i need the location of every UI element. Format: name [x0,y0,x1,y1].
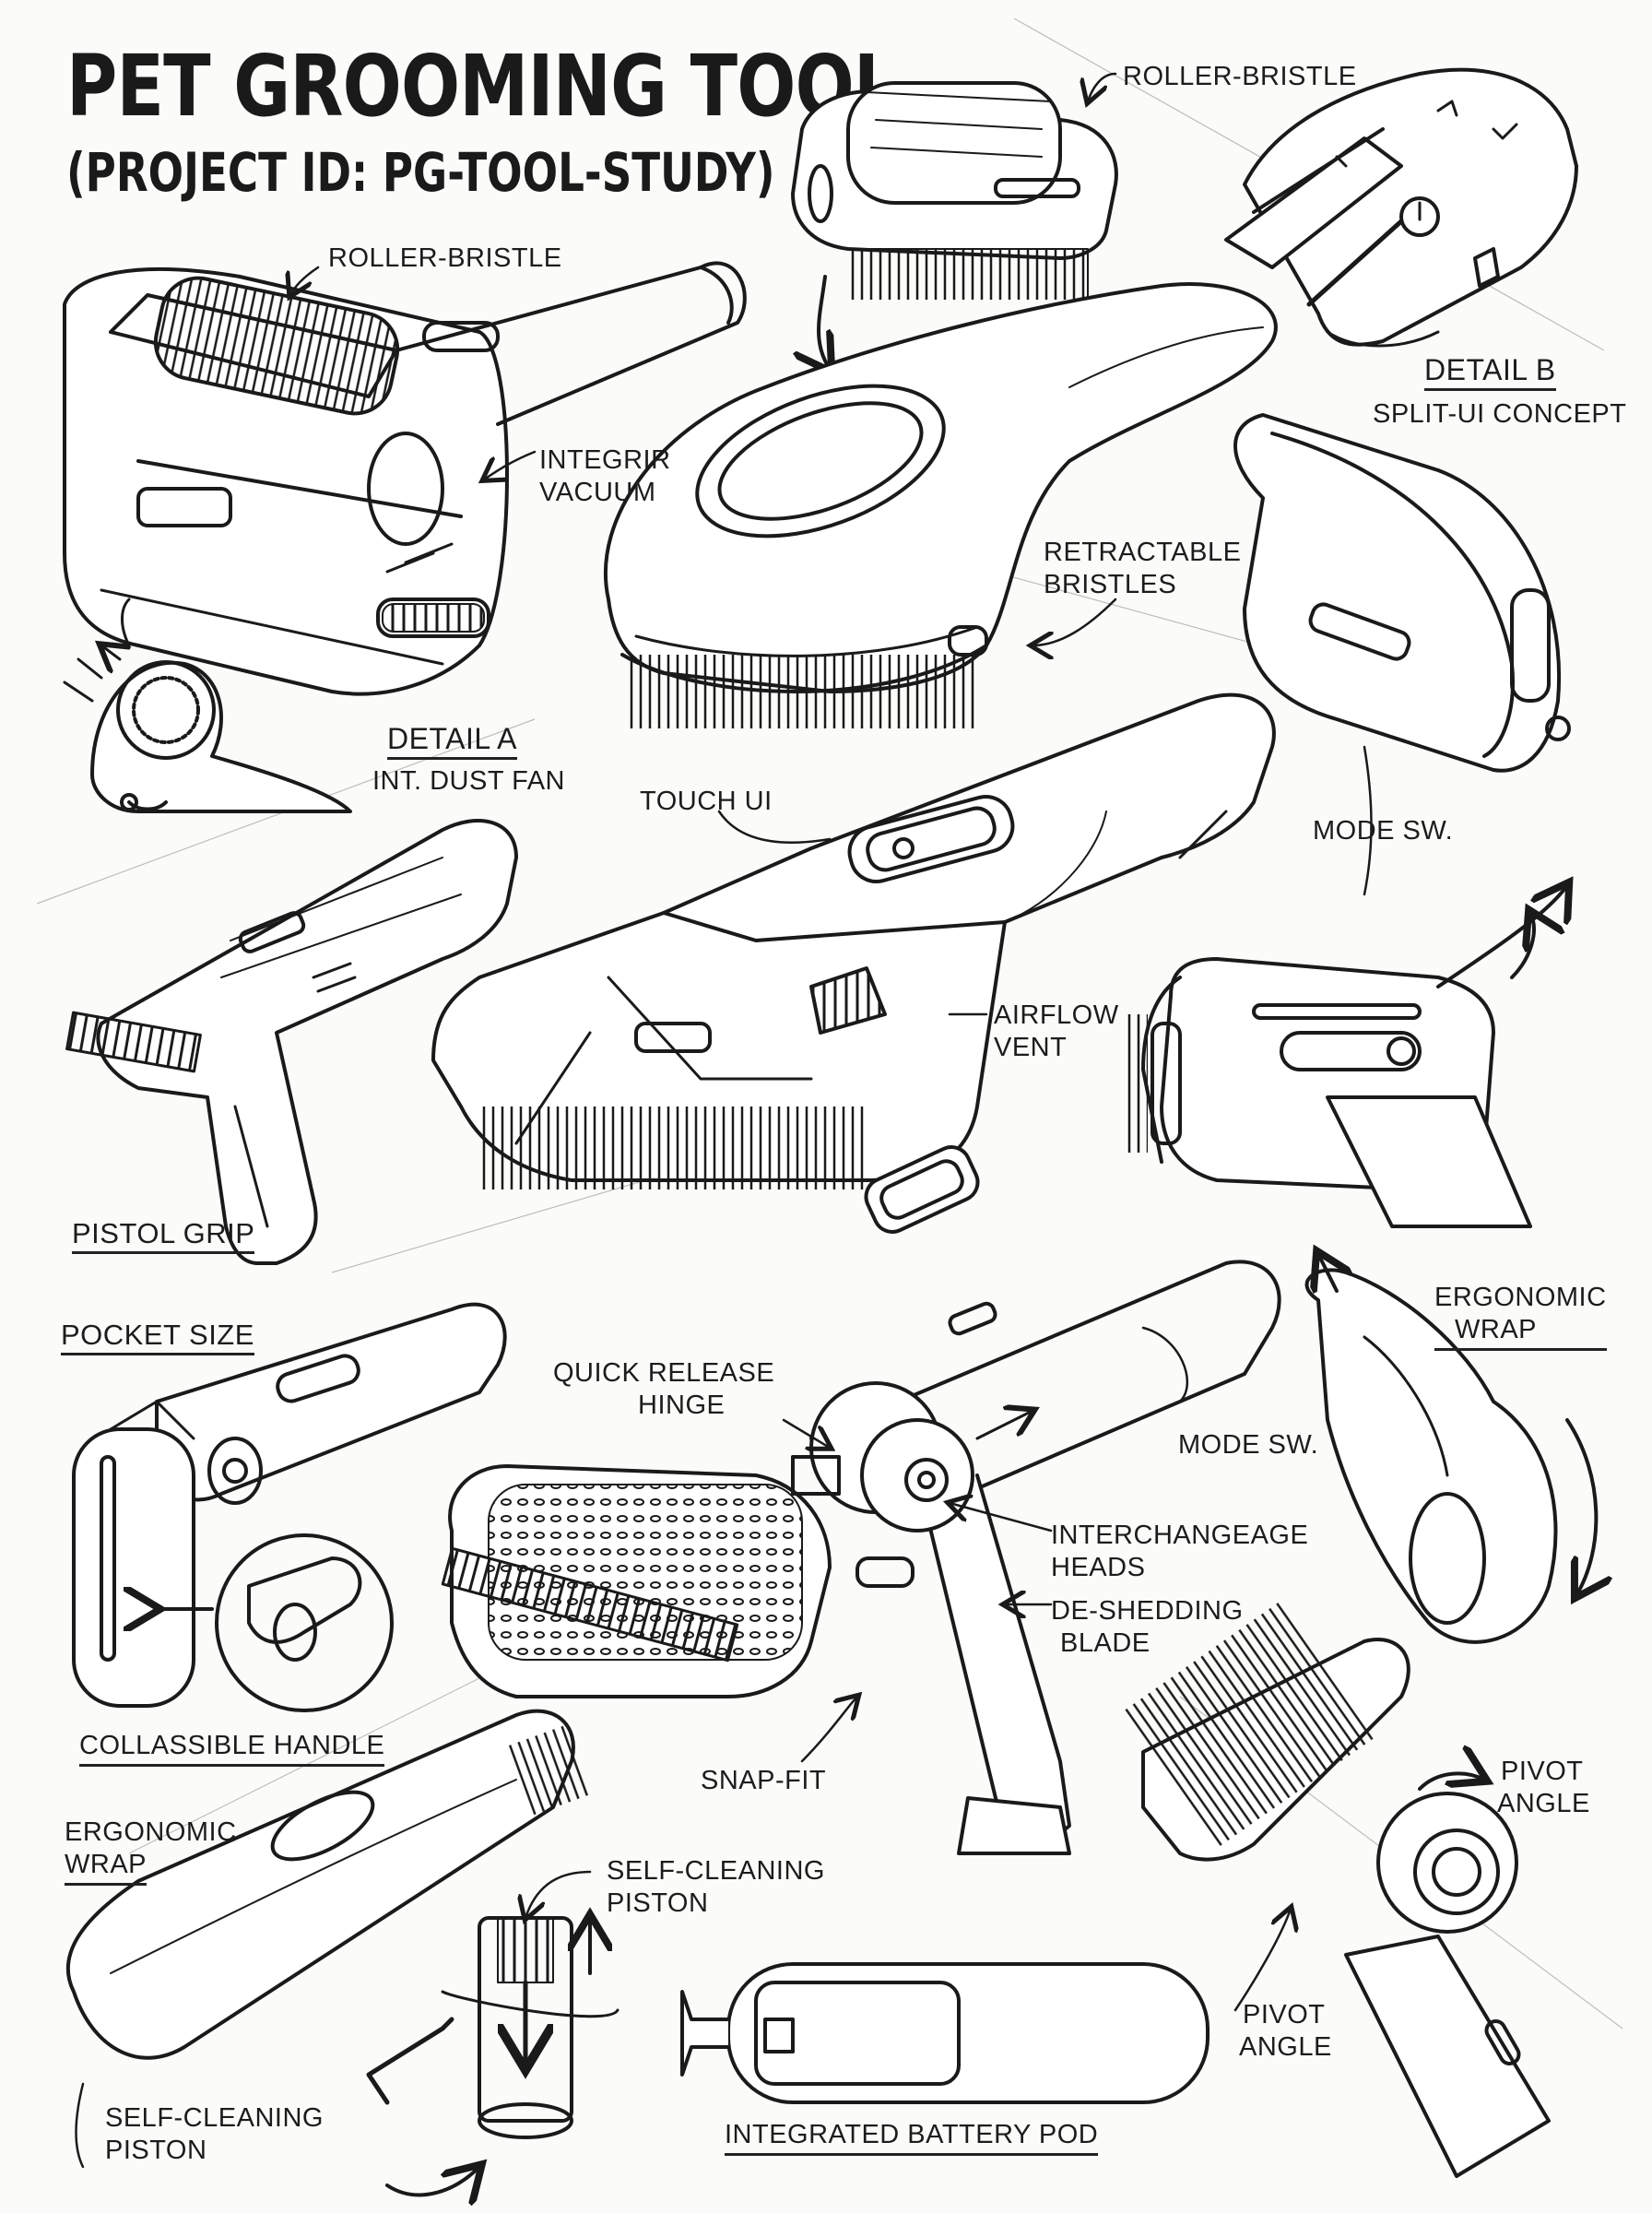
label-integrir-line2: VACUUM [539,478,656,507]
label-pistol-grip: PISTOL GRIP [72,1217,255,1254]
label-pivot-upper-line1: PIVOT [1501,1757,1584,1786]
label-detail-b: DETAIL B [1424,354,1556,391]
capsule-mode-switch-sketch [1233,413,1571,773]
split-ui-concept-sketch [1224,67,1578,348]
label-quick-release-line1: QUICK RELEASE [553,1358,775,1388]
label-piston-lower-line2: PISTON [105,2136,207,2165]
airflow-brush-sketch [431,692,1276,1234]
label-de-shedding-line2: BLADE [1060,1628,1150,1658]
label-airflow-vent: AIRFLOW VENT [994,1000,1119,1064]
label-quick-release-hinge: QUICK RELEASE HINGE [553,1357,774,1422]
label-pivot-upper-line2: ANGLE [1497,1789,1590,1818]
pocket-size-sketch [72,1302,507,1712]
label-de-shedding-blade: DE-SHEDDING BLADE [1051,1595,1244,1660]
label-ergonomic-wrap-left: ERGONOMIC WRAP [65,1817,237,1886]
label-piston-lower-line1: SELF-CLEANING [105,2103,324,2133]
label-roller-bristle-top: ROLLER-BRISTLE [1123,62,1357,91]
label-pivot-lower-line1: PIVOT [1243,2000,1326,2030]
self-cleaning-piston-sketch [366,1918,620,2195]
label-integrated-battery-pod: INTEGRATED BATTERY POD [725,2119,1099,2156]
roller-head-sketch [791,81,1118,369]
roller-vacuum-brush-sketch [63,261,747,696]
rotating-head-sketch [1125,885,1567,1228]
leader-lines [75,72,1373,2169]
label-ergonomic-right-line2: WRAP [1434,1314,1607,1351]
label-interchange-line2: HEADS [1051,1553,1146,1582]
ergonomic-slim-brush-sketch [65,1709,592,2060]
label-integrir-vacuum: INTEGRIR VACUUM [539,444,671,509]
label-touch-ui: TOUCH UI [640,787,773,816]
sheet-title: PET GROOMING TOOL [66,37,898,136]
label-airflow-line1: AIRFLOW [994,1000,1119,1030]
retractable-brush-sketch [603,282,1278,728]
label-ergonomic-left-line1: ERGONOMIC [65,1817,237,1847]
label-quick-release-line2: HINGE [638,1391,726,1420]
label-retractable-line1: RETRACTABLE [1044,538,1242,567]
label-retractable-bristles: RETRACTABLE BRISTLES [1044,537,1241,601]
de-shedding-tool-sketch [441,1260,1281,1855]
label-collapsible-handle: COLLASSIBLE HANDLE [79,1730,385,1767]
label-pivot-angle-lower: PIVOT ANGLE [1239,1999,1332,2064]
label-integrir-line1: INTEGRIR [539,445,671,475]
label-interchange-line1: INTERCHANGEAGE [1051,1521,1309,1550]
label-self-cleaning-piston-upper: SELF-CLEANING PISTON [607,1855,825,1920]
label-interchangeable-heads: INTERCHANGEAGE HEADS [1051,1520,1308,1584]
battery-pod-sketch [680,1962,1210,2104]
label-pivot-angle-upper: PIVOT ANGLE [1497,1756,1590,1820]
pistol-grip-trimmer-sketch [65,819,518,1265]
label-pocket-size: POCKET SIZE [61,1319,254,1355]
label-ergonomic-right-line1: ERGONOMIC [1434,1283,1607,1312]
dust-fan-detail-sketch [63,598,352,813]
sheet-subtitle: (PROJECT ID: PG-TOOL-STUDY) [66,141,775,204]
label-mode-sw-lower: MODE SW. [1178,1430,1319,1460]
label-detail-a: DETAIL A [387,723,517,760]
label-roller-bristle-left: ROLLER-BRISTLE [328,243,562,273]
label-piston-upper-line2: PISTON [607,1888,709,1918]
label-self-cleaning-piston-lower: SELF-CLEANING PISTON [105,2102,324,2167]
label-split-ui-concept: SPLIT-UI CONCEPT [1373,399,1627,429]
label-mode-sw-upper: MODE SW. [1313,816,1454,846]
ergonomic-wrap-right-sketch [1304,1254,1597,1644]
label-ergonomic-left-line2: WRAP [65,1849,147,1886]
label-pivot-lower-line2: ANGLE [1239,2032,1332,2062]
label-piston-upper-line1: SELF-CLEANING [607,1856,825,1886]
label-airflow-line2: VENT [994,1033,1068,1062]
label-snap-fit: SNAP-FIT [701,1766,827,1795]
label-de-shedding-line1: DE-SHEDDING [1051,1596,1244,1626]
label-ergonomic-wrap-right: ERGONOMIC WRAP [1434,1282,1607,1351]
label-retractable-line2: BRISTLES [1044,570,1177,599]
pivot-slicker-sketch [1122,1601,1551,2178]
label-int-dust-fan: INT. DUST FAN [372,766,565,796]
